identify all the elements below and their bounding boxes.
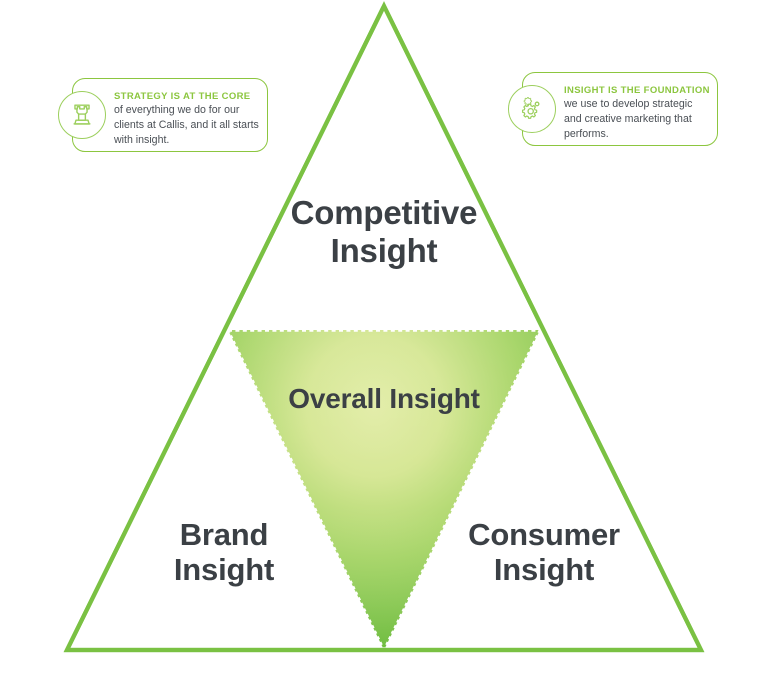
callout-foundation: Insight is the foundation we use to deve… [508,72,720,148]
callout-strategy-text: Strategy is at the core of everything we… [114,91,262,148]
callout-strategy-badge [58,91,106,139]
chess-rook-icon [73,104,91,125]
callout-strategy-body: of everything we do for our clients at C… [114,104,259,147]
callout-foundation-body: we use to develop strategic and creative… [564,98,693,141]
callout-foundation-text: Insight is the foundation we use to deve… [564,85,712,142]
gears-icon [521,97,540,119]
callout-foundation-badge [508,85,556,133]
callout-strategy-heading: Strategy is at the core [114,91,251,102]
inner-inverted-triangle [226,328,542,651]
callout-strategy: Strategy is at the core of everything we… [58,78,270,154]
callout-foundation-heading: Insight is the foundation [564,85,710,96]
